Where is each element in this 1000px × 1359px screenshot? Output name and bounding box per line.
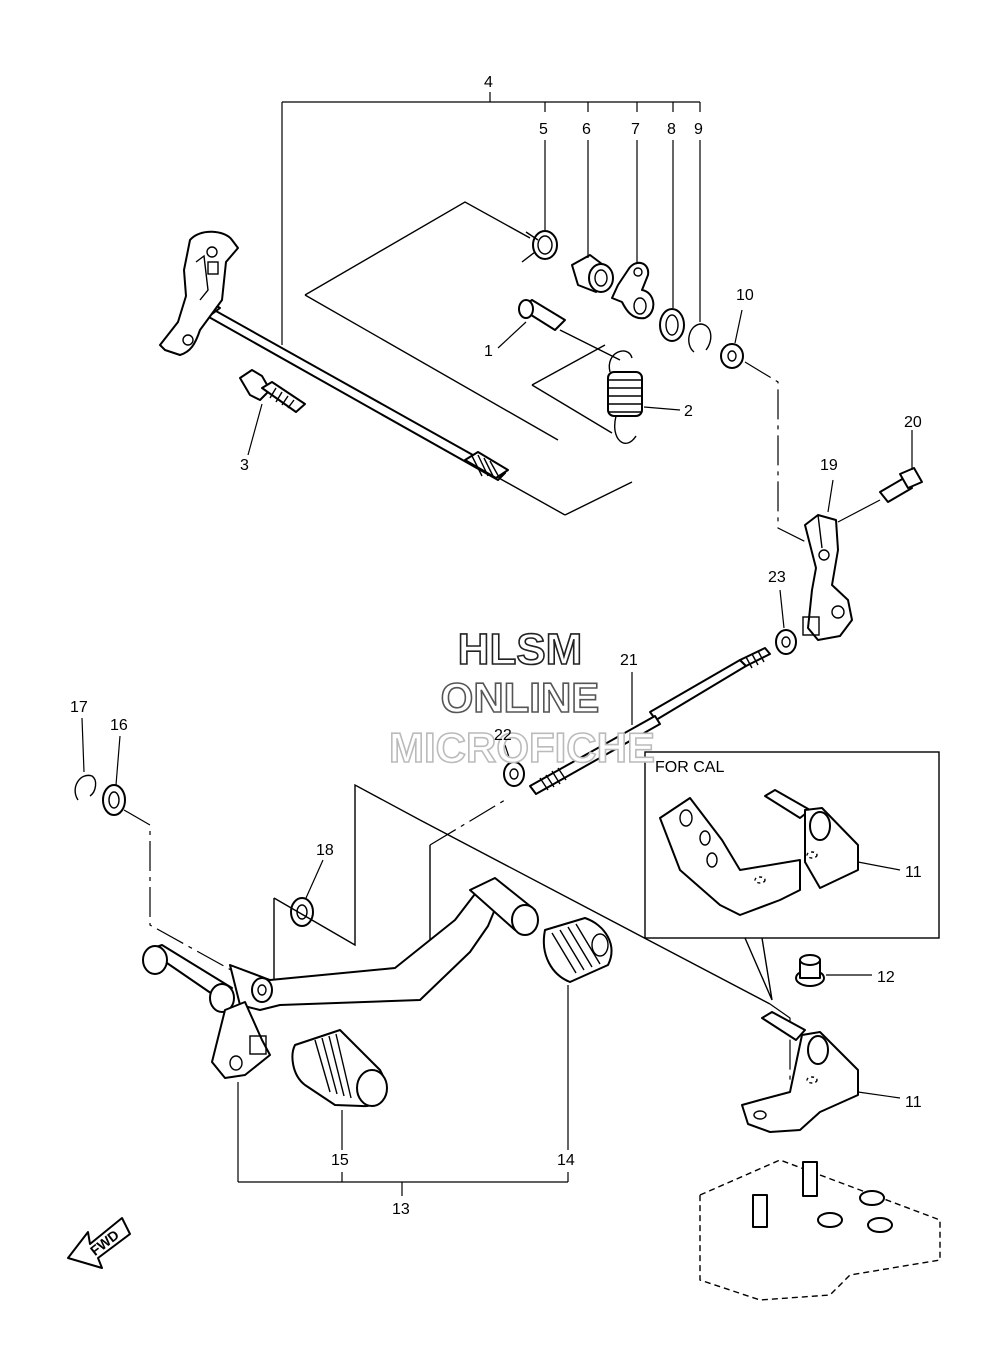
part-1-pin — [497, 299, 566, 349]
part-19-shift-arm — [802, 479, 881, 641]
part-16-washer — [102, 735, 126, 816]
callout-3: 3 — [240, 457, 249, 474]
assembly-outline-upper — [304, 201, 633, 516]
part-22-nut — [503, 744, 525, 787]
watermark-line-1: HLSM — [458, 625, 583, 674]
callout-23: 23 — [768, 569, 786, 586]
part-5-torsion-spring — [521, 140, 558, 263]
callout-21: 21 — [620, 652, 638, 669]
callout-7: 7 — [631, 121, 640, 138]
callout-1: 1 — [484, 343, 493, 360]
part-7-stopper-lever — [611, 140, 655, 320]
callout-17: 17 — [70, 699, 88, 716]
callout-numbers: 4 5 6 7 8 9 10 1 2 3 20 19 23 21 22 17 1… — [70, 74, 922, 1218]
part-9-circlip — [688, 140, 712, 353]
callout-20: 20 — [904, 414, 922, 431]
engine-case-fragment — [699, 1159, 941, 1301]
callout-4: 4 — [484, 74, 493, 91]
callout-2: 2 — [684, 403, 693, 420]
for-cal-label: FOR CAL — [655, 759, 724, 776]
part-13-shift-pedal — [142, 877, 539, 1079]
fwd-arrow-icon: FWD — [67, 1217, 131, 1269]
part-14-pedal-rubber — [542, 917, 613, 1150]
callout-11: 11 — [905, 1094, 922, 1111]
bracket-4 — [281, 92, 701, 345]
shift-shaft-assembly — [159, 230, 509, 481]
callout-5: 5 — [539, 121, 548, 138]
part-2-return-spring — [607, 350, 681, 444]
part-20-bolt — [879, 430, 923, 503]
watermark-line-3: MICROFICHE — [389, 724, 655, 771]
watermark: HLSM ONLINE MICROFICHE — [388, 624, 656, 772]
part-12-flange-nut — [795, 954, 872, 987]
part-6-collar — [571, 140, 614, 293]
callout-12: 12 — [877, 969, 895, 986]
part-15-peg-rubber — [291, 1029, 388, 1150]
callout-18: 18 — [316, 842, 334, 859]
callout-22: 22 — [494, 727, 512, 744]
callout-14: 14 — [557, 1152, 575, 1169]
watermark-line-2: ONLINE — [441, 674, 600, 721]
part-3-stud-bolt — [239, 369, 306, 456]
part-11-bracket — [741, 1011, 901, 1133]
for-cal-inset: FOR CAL — [644, 751, 940, 1001]
callout-13: 13 — [392, 1201, 410, 1218]
callout-9: 9 — [694, 121, 703, 138]
part-21-shift-rod — [529, 647, 771, 795]
callout-11-inset: 11 — [905, 864, 922, 881]
callout-8: 8 — [667, 121, 676, 138]
bracket-13 — [237, 1082, 569, 1196]
callout-6: 6 — [582, 121, 591, 138]
part-10-washer — [720, 309, 807, 543]
callout-16: 16 — [110, 717, 128, 734]
callout-15: 15 — [331, 1152, 349, 1169]
callout-19: 19 — [820, 457, 838, 474]
part-17-circlip — [74, 717, 97, 801]
part-8-washer — [659, 140, 685, 342]
part-23-nut — [775, 589, 797, 655]
part-18-washer — [290, 859, 324, 927]
callout-10: 10 — [736, 287, 754, 304]
